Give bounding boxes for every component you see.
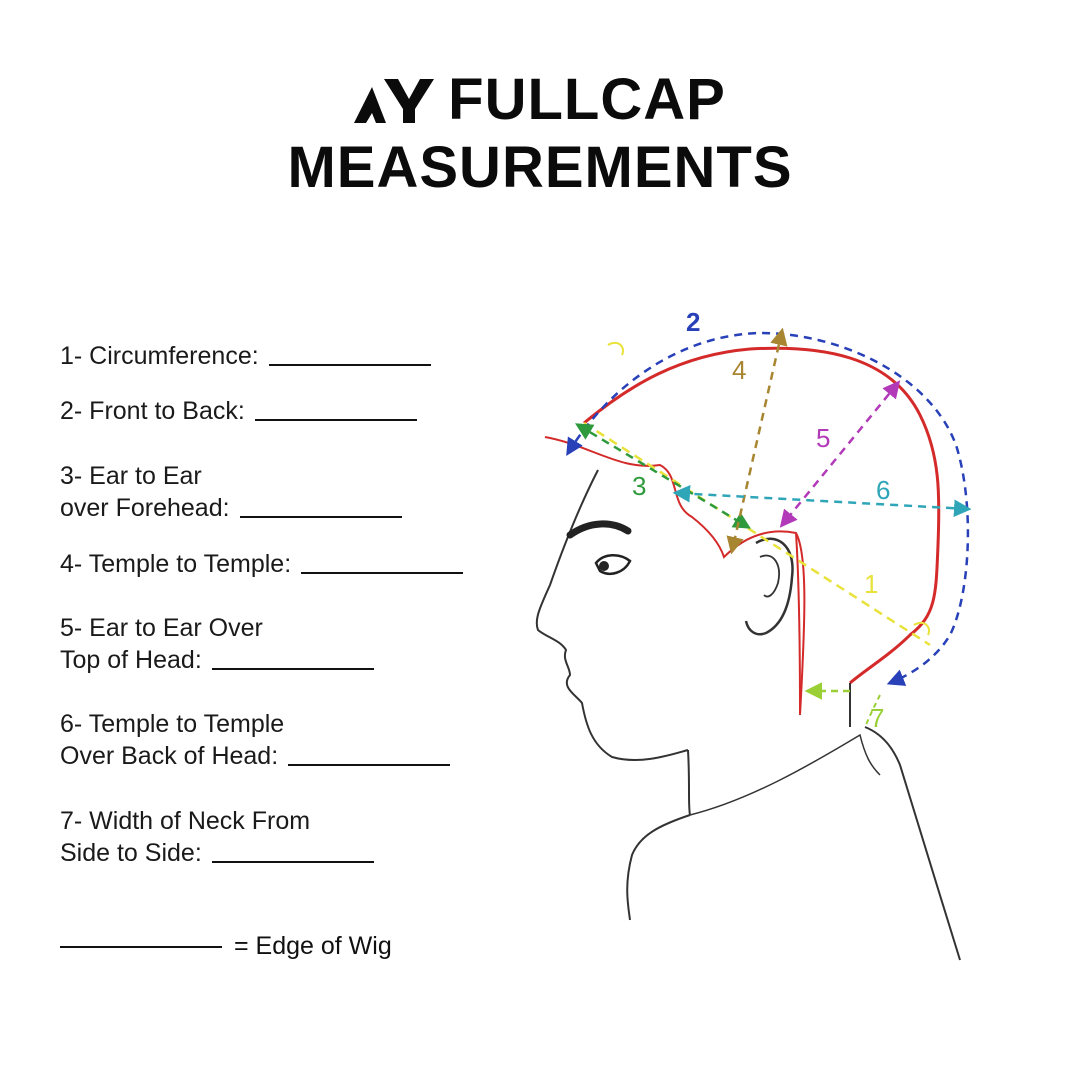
field-label-2: Over Back of Head: [60, 742, 279, 770]
answer-blank[interactable] [211, 861, 374, 863]
field-label-2: Side to Side: [60, 839, 202, 867]
answer-blank[interactable] [211, 668, 374, 670]
wig-edge-crown [583, 346, 941, 685]
shoulder-outline [626, 814, 691, 921]
measure-1-line [583, 421, 931, 647]
answer-blank[interactable] [254, 419, 417, 421]
field-neck-width: 7- Width of Neck From Side to Side: [60, 805, 374, 869]
wig-edge-line [544, 436, 806, 716]
collar-inner-outline [689, 733, 881, 816]
answer-blank[interactable] [288, 764, 451, 766]
eyebrow [566, 520, 632, 539]
field-ear-to-ear-forehead: 3- Ear to Ear over Forehead: [60, 460, 402, 524]
neck-front-outline [687, 749, 691, 816]
swirl-marker [913, 621, 930, 636]
brand-logo-icon [354, 79, 435, 123]
field-label: 1- Circumference: [60, 342, 259, 370]
answer-blank[interactable] [301, 572, 464, 574]
page-title: FULLCAP [448, 67, 726, 132]
label-2: 2 [686, 307, 700, 337]
label-3: 3 [632, 471, 646, 501]
field-label: 4- Temple to Temple: [60, 550, 292, 578]
field-label: 6- Temple to Temple [60, 710, 285, 738]
field-label: 7- Width of Neck From [60, 807, 311, 835]
answer-blank[interactable] [239, 516, 402, 518]
label-1: 1 [864, 569, 878, 599]
label-5: 5 [816, 423, 830, 453]
answer-blank[interactable] [268, 364, 431, 366]
legend: = Edge of Wig [60, 932, 392, 961]
head-diagram: 1 2 3 4 5 6 7 [535, 307, 972, 961]
label-4: 4 [732, 355, 746, 385]
measure-2-line [566, 331, 970, 686]
legend-label: = Edge of Wig [234, 932, 392, 960]
measure-6-line [672, 485, 972, 517]
title-line-1: FULLCAP [0, 66, 1080, 134]
header: FULLCAP MEASUREMENTS [0, 66, 1080, 202]
measure-3-line [574, 423, 752, 529]
collar-outline [864, 726, 961, 961]
field-temple-to-temple: 4- Temple to Temple: [60, 548, 464, 580]
ear [744, 537, 794, 636]
field-ear-to-ear-top: 5- Ear to Ear Over Top of Head: [60, 612, 374, 676]
label-6: 6 [876, 475, 890, 505]
legend-line [60, 945, 222, 948]
field-label: 5- Ear to Ear Over [60, 614, 263, 642]
page-subtitle: MEASUREMENTS [287, 135, 793, 200]
field-front-to-back: 2- Front to Back: [60, 395, 417, 427]
face-outline [535, 469, 689, 761]
field-label-2: Top of Head: [60, 646, 202, 674]
measure-5-line [779, 380, 901, 528]
swirl-marker [607, 341, 624, 356]
field-label: 3- Ear to Ear [60, 462, 202, 490]
field-label-2: over Forehead: [60, 494, 230, 522]
label-7: 7 [870, 703, 884, 733]
field-circumference: 1- Circumference: [60, 340, 431, 372]
field-temple-to-temple-back: 6- Temple to Temple Over Back of Head: [60, 708, 451, 772]
field-label: 2- Front to Back: [60, 397, 245, 425]
